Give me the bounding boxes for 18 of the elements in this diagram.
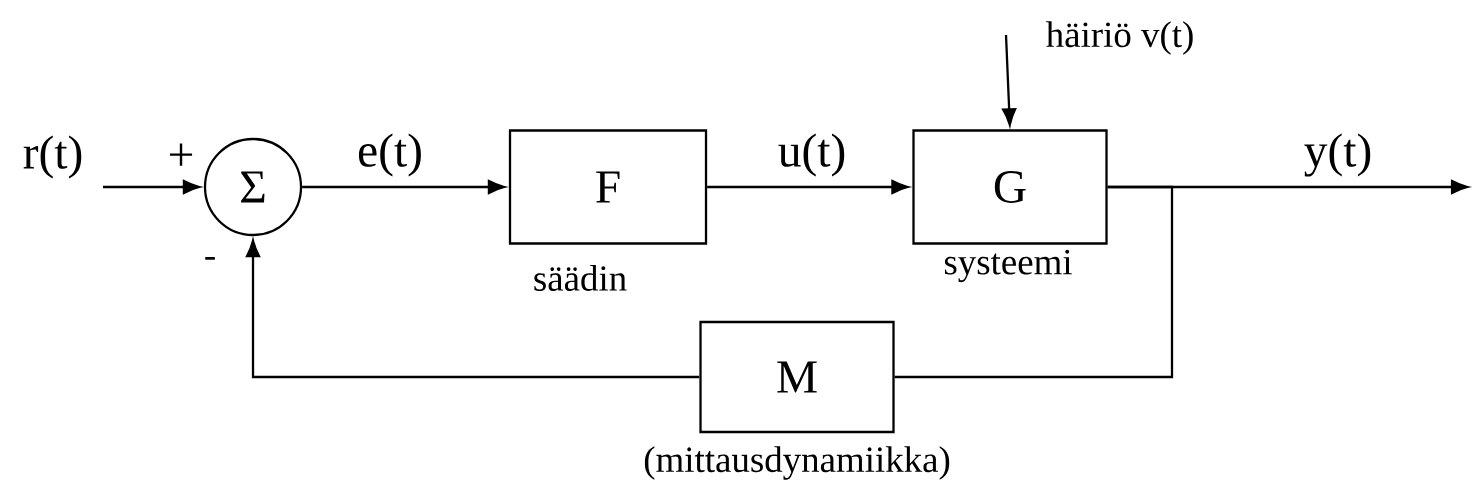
block: M <box>699 320 895 434</box>
signal-label: r(t) <box>23 135 82 179</box>
block: F <box>508 129 708 245</box>
summing-junction: Σ <box>203 137 303 237</box>
signal-label: häiriö v(t) <box>1046 21 1193 55</box>
arrow <box>245 239 700 379</box>
signal-label: u(t) <box>778 133 845 177</box>
arrow <box>1002 34 1017 126</box>
block-caption: (mittausdynamiikka) <box>644 446 950 480</box>
signal-label: y(t) <box>1304 133 1371 177</box>
arrow <box>707 179 909 195</box>
block: G <box>912 129 1108 245</box>
sign-label: + <box>170 143 193 166</box>
block-caption: säädin <box>534 265 627 291</box>
arrow <box>302 179 506 195</box>
block-caption: systeemi <box>944 249 1072 283</box>
arrow <box>103 179 201 195</box>
signal-label: e(t) <box>358 133 421 177</box>
